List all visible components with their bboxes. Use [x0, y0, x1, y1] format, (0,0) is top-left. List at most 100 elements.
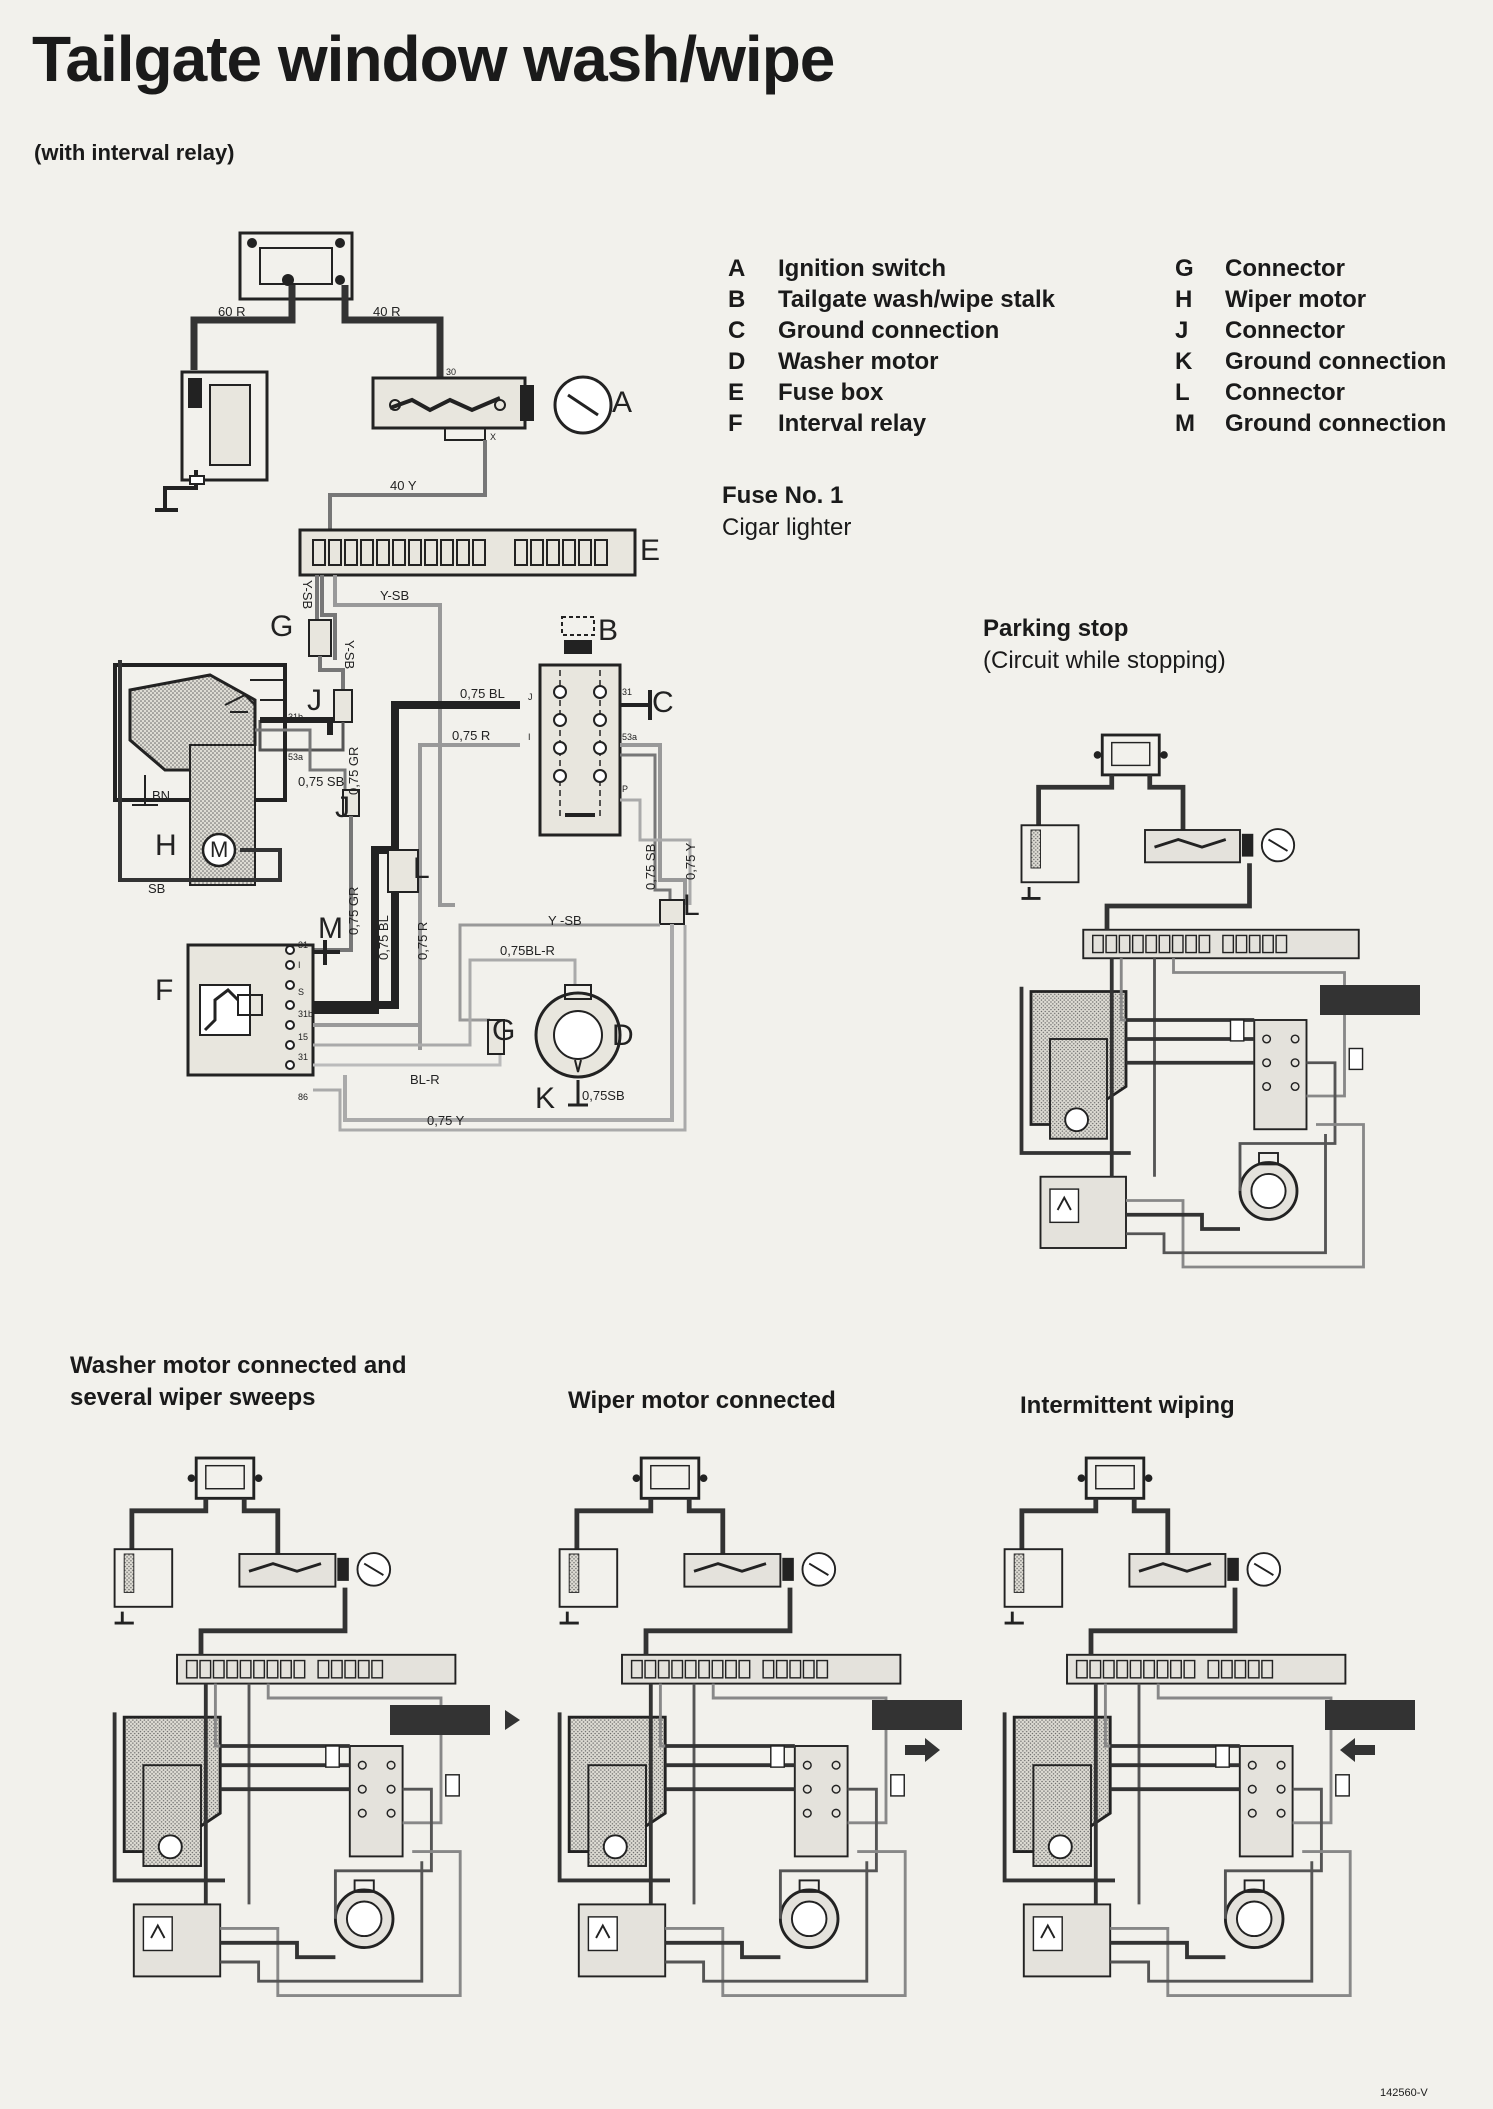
terminal-j: J [528, 692, 533, 702]
interval-relay [186, 943, 315, 1077]
wire-label-60r: 60 R [218, 304, 245, 319]
relay-terminal-15: 15 [298, 1032, 308, 1042]
label-g2: G [492, 1014, 515, 1047]
fuse-note: Fuse No. 1 Cigar lighter [722, 480, 851, 544]
legend-item: B Tailgate wash/wipe stalk [728, 286, 1055, 317]
wire-label-075r2: 0,75 R [415, 922, 430, 960]
wire-label-bn: BN [152, 788, 170, 803]
legend-key: K [1175, 348, 1193, 375]
washer-caption-line1: Washer motor connected and [70, 1352, 407, 1379]
wire-label-075sb-k: 0,75SB [582, 1088, 625, 1103]
label-l2: L [683, 889, 700, 922]
wire-label-40r: 40 R [373, 304, 400, 319]
terminal-53a-2: 53a [622, 732, 637, 742]
arrow-right-icon [905, 1738, 940, 1762]
label-e: E [640, 534, 660, 567]
legend-item: G Connector [1175, 255, 1446, 286]
legend-label: Fuse box [778, 379, 884, 406]
legend-label: Ground connection [778, 317, 1000, 344]
main-wiring-diagram: A B C D E F G G H J J K L L M M 60 R 40 … [113, 231, 700, 1132]
label-motor-m: M [210, 837, 228, 862]
wiper-caption: Wiper motor connected [568, 1387, 836, 1414]
label-f: F [155, 974, 173, 1007]
legend-key: B [728, 286, 746, 313]
legend-key: F [728, 410, 743, 437]
figure-code: 142560-V [1380, 2087, 1428, 2099]
parking-caption: Parking stop (Circuit while stopping) [983, 613, 1226, 677]
legend-key: H [1175, 286, 1193, 313]
legend-item: D Washer motor [728, 348, 1055, 379]
wiper-motor [113, 660, 287, 886]
stalk-position-icon [872, 1700, 962, 1730]
legend-label: Connector [1225, 255, 1345, 282]
terminal-31: 31 [622, 687, 632, 697]
wire-label-075gr: 0,75 GR [346, 747, 361, 795]
relay-terminal-86: 86 [298, 1092, 308, 1102]
parking-caption-text: (Circuit while stopping) [983, 647, 1226, 674]
relay-terminal-31b: 31b [298, 1009, 313, 1019]
label-j2: J [335, 791, 350, 824]
legend-label: Tailgate wash/wipe stalk [778, 286, 1055, 313]
legend-label: Washer motor [778, 348, 939, 375]
relay-terminal-s: S [298, 987, 304, 997]
label-b: B [598, 614, 618, 647]
wire-label-ysb: Y-SB [380, 588, 409, 603]
relay-terminal-31-low: 31 [298, 1052, 308, 1062]
legend-key: D [728, 348, 746, 375]
wire-label-ysb-v: Y-SB [300, 580, 315, 609]
legend-label: Connector [1225, 379, 1345, 406]
connector-g [308, 619, 332, 657]
legend-key: G [1175, 255, 1194, 282]
ignition-switch [371, 375, 613, 441]
legend-item: F Interval relay [728, 410, 1055, 441]
wire-label-075sb: 0,75 SB [298, 774, 344, 789]
fuse-note-text: Cigar lighter [722, 514, 852, 541]
label-m: M [318, 912, 343, 945]
stalk-position-icon [390, 1705, 490, 1735]
terminal-53a: 53a [288, 752, 303, 762]
legend-label: Ground connection [1225, 410, 1447, 437]
fuse-note-title: Fuse No. 1 [722, 482, 844, 509]
legend-label: Ground connection [1225, 348, 1447, 375]
terminal-30: 30 [446, 367, 456, 377]
legend-label: Connector [1225, 317, 1345, 344]
page-subtitle: (with interval relay) [34, 140, 235, 165]
wire-label-075blr: 0,75BL-R [500, 943, 555, 958]
label-h: H [155, 829, 177, 862]
wire-label-ysb3: Y -SB [548, 913, 582, 928]
wire-label-40y: 40 Y [390, 478, 417, 493]
label-k: K [535, 1082, 555, 1115]
legend-key: A [728, 255, 746, 282]
connector-j [333, 689, 353, 723]
legend-label: Interval relay [778, 410, 927, 437]
terminal-31b: 31b [288, 712, 303, 722]
label-l: L [413, 852, 430, 885]
battery [155, 370, 269, 512]
wire-40R [341, 285, 444, 378]
intermittent-caption: Intermittent wiping [1020, 1392, 1235, 1419]
wire-label-075gr2: 0,75 GR [346, 887, 361, 935]
washer-motor [487, 984, 622, 1107]
relay-terminal-31: 31 [298, 940, 308, 950]
wire-label-ysb2: Y-SB [342, 640, 357, 669]
intermittent-wiping-diagram [1005, 1458, 1415, 1996]
wire-label-075r: 0,75 R [452, 728, 490, 743]
arrow-left-icon [1340, 1738, 1375, 1762]
wire-60R [190, 285, 296, 370]
wire-label-075bl2: 0,75 BL [376, 915, 391, 960]
wire-label-075y2: 0,75 Y [427, 1113, 465, 1128]
terminal-i: I [528, 732, 531, 742]
arrow-down-icon [505, 1710, 520, 1730]
relay-terminal-i: I [298, 960, 301, 970]
stalk-position-icon [1320, 985, 1420, 1015]
